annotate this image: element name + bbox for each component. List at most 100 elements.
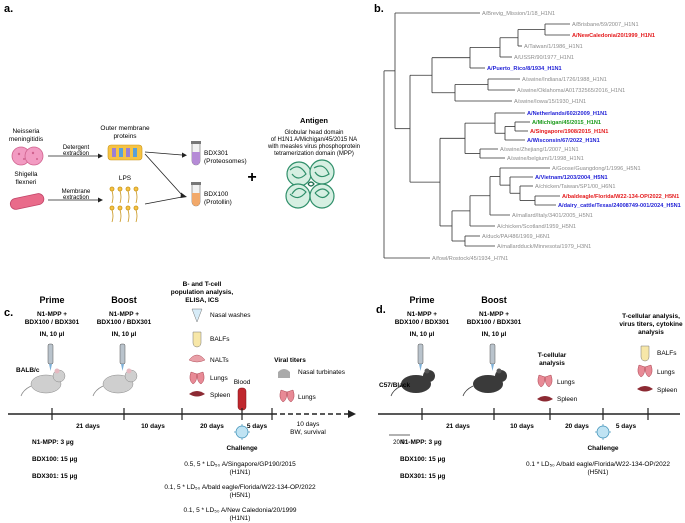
source-1-name-line1: Neisseria — [12, 128, 39, 135]
panel-a-letter: a. — [4, 3, 13, 15]
antigen-line4: tetramerization domain (MPP) — [274, 151, 354, 157]
lps-icon — [109, 186, 139, 223]
d-prime-pipette-icon — [417, 343, 424, 371]
tree-leaf-label: A/swine/Zhejiang/1/2007_H1N1 — [500, 147, 579, 153]
d-final-title-line3: analysis — [638, 329, 664, 336]
c-prime-line1: N1-MPP + — [37, 311, 67, 318]
d-final-spleen-icon — [637, 386, 653, 392]
c-nasal-wash-tube-icon — [191, 308, 203, 323]
d-boost-line2: BDX100 / BDX301 — [467, 319, 522, 326]
adjuvant-1-sub: (Proteosomes) — [204, 158, 247, 165]
d-challenge-line2: (H5N1) — [588, 469, 609, 476]
d-c57-mouse-icon — [390, 368, 435, 397]
d-tcell-lungs-icon — [537, 374, 553, 388]
d-prime-title: Prime — [409, 295, 434, 305]
tree-leaf-label: A/mallardduck/Minnesota/1979_H3N1 — [497, 244, 591, 250]
tree-leaf-label: A/chicken/Scotland/1959_H5N1 — [497, 224, 576, 230]
tree-leaf-label: A/Singapore/1908/2015_H1N1 — [530, 129, 608, 135]
tree-leaf-label: A/mallard/Italy/3401/2005_H5N1 — [512, 213, 593, 219]
tree-leaf-label: A/Brevig_Mission/1/18_H1N1 — [482, 11, 555, 17]
tree-leaf-label: A/swine/belgium/1/1998_H1N1 — [507, 156, 584, 162]
d-boost-pipette-icon — [489, 343, 496, 371]
d-virus-icon — [595, 424, 611, 440]
d-final-sample-3: Spleen — [657, 387, 678, 394]
arrow-head — [98, 197, 103, 203]
tree-leaf-label: A/Puerto_Rico/8/1934_H1N1 — [487, 66, 562, 72]
c-viral-title: Viral titers — [274, 357, 306, 364]
d-final-sample-1: BALFs — [657, 350, 677, 357]
c-mouse-label: BALB/c — [16, 367, 40, 374]
d-dose-1: N1-MPP: 3 µg — [400, 439, 442, 446]
tree-leaf-label: A/swine/Indiana/1726/1988_H1N1 — [522, 77, 607, 83]
d-boost-line1: N1-MPP + — [479, 311, 509, 318]
source-2-name-line1: Shigella — [14, 171, 38, 178]
c-analysis-title-line2: population analysis, — [171, 289, 234, 296]
phylogenetic-tree — [383, 12, 570, 259]
c-boost-line3: IN, 10 µl — [112, 331, 137, 338]
c-balbc-mouse-icon — [20, 368, 66, 397]
c-end-line1: 10 days — [297, 421, 321, 428]
d-prime-line2: BDX100 / BDX301 — [395, 319, 450, 326]
extraction-1-line1: Detergent — [63, 145, 90, 151]
c-timeline-ticks — [51, 408, 273, 420]
c-boost-line1: N1-MPP + — [109, 311, 139, 318]
d-interval-4: 5 days — [616, 423, 637, 430]
tree-leaf-label: A/Brisbane/59/2007_H1N1 — [572, 22, 639, 28]
tree-leaf-label: A/chicken/Taiwan/SP1/00_H6N1 — [535, 184, 616, 190]
product-1-line2: proteins — [113, 133, 137, 140]
product-1-line1: Outer membrane — [100, 125, 150, 132]
c-sample-nalts: NALTs — [210, 357, 229, 364]
panel-b-letter: b. — [374, 3, 384, 15]
tree-leaf-label: A/baldeagle/Florida/W22-134-OP/2022_H5N1 — [562, 194, 679, 200]
d-interval-3: 20 days — [565, 423, 589, 430]
source-1-name-line2: meningitidis — [9, 136, 44, 143]
tree-leaf-label: A/swine/Oklahoma/A01732565/2016_H1N1 — [517, 88, 625, 94]
c-end-line2: BW, survival — [290, 429, 326, 436]
tree-leaf-label: A/Goose/Guangdong/1/1996_H5N1 — [552, 166, 641, 172]
c-prime-line2: BDX100 / BDX301 — [25, 319, 80, 326]
c-blood-label: Blood — [234, 379, 251, 386]
tree-leaf-label: A/Vietnam/1203/2004_H5N1 — [535, 175, 608, 181]
panel-c-letter: c. — [4, 307, 13, 319]
adjuvant-2-sub: (Protollin) — [204, 199, 232, 206]
tree-leaf-label: A/Netherlands/602/2009_H1N1 — [527, 111, 607, 117]
c-interval-2: 10 days — [141, 423, 165, 430]
c-challenge-1-line1: 0.5, 5 * LD₅₀ A/Singapore/GP190/2015 — [184, 461, 296, 468]
arrow-head — [180, 192, 187, 198]
tree-leaf-label: A/NewCaledonia/20/1999_H1N1 — [572, 33, 655, 39]
c-challenge-title: Challenge — [226, 445, 257, 452]
c-boost-line2: BDX100 / BDX301 — [97, 319, 152, 326]
panel-d: d. Prime N1-MPP + BDX100 / BDX301 IN, 10… — [376, 295, 683, 480]
tree-leaf-label: A/duck/PA/486/1969_H6N1 — [482, 234, 550, 240]
d-interval-2: 10 days — [510, 423, 534, 430]
extraction-2-line1: Membrane — [62, 189, 91, 195]
c-sample-lungs: Lungs — [210, 375, 228, 382]
antigen-line3: with measles virus phosphoprotein — [267, 144, 360, 150]
d-final-title-line1: T-cellular analysis, — [622, 313, 680, 320]
c-dose-3: BDX301: 15 µg — [32, 473, 77, 480]
c-challenge-2-line2: (H5N1) — [230, 492, 251, 499]
antigen-line2: of H1N1 A/Michigan/45/2015 NA — [271, 137, 357, 143]
arrow-head — [98, 153, 103, 159]
d-dose-2: BDX100: 15 µg — [400, 456, 445, 463]
c-balf-tube-icon — [192, 331, 202, 348]
c-sample-balfs: BALFs — [210, 336, 230, 343]
d-prime-line1: N1-MPP + — [407, 311, 437, 318]
tree-leaf-label: A/fowl/Rostock/45/1934_H7N1 — [432, 256, 508, 262]
panel-c: c. Prime N1-MPP + BDX100 / BDX301 IN, 10… — [4, 281, 356, 522]
tree-leaf-label: A/swine/Iowa/15/1930_H1N1 — [514, 99, 586, 105]
c-viral-sample-1: Nasal turbinates — [298, 369, 346, 376]
d-tcell-title-line1: T-cellular — [538, 352, 567, 359]
extraction-2-line2: extraction — [63, 195, 89, 201]
c-viral-lungs-icon — [279, 389, 295, 403]
shigella-icon — [9, 193, 45, 210]
product-2-line1: LPS — [119, 175, 132, 182]
d-tcell-sample-2: Spleen — [557, 396, 578, 403]
tree-leaf-label: A/Taiwan/1/1986_H1N1 — [524, 44, 583, 50]
c-dose-2: BDX100: 15 µg — [32, 456, 77, 463]
d-dose-3: BDX301: 15 µg — [400, 473, 445, 480]
antigen-title: Antigen — [300, 116, 328, 125]
d-balf-tube-icon — [640, 345, 650, 362]
tree-leaf-label: A/USSR/90/1977_H1N1 — [514, 55, 574, 61]
